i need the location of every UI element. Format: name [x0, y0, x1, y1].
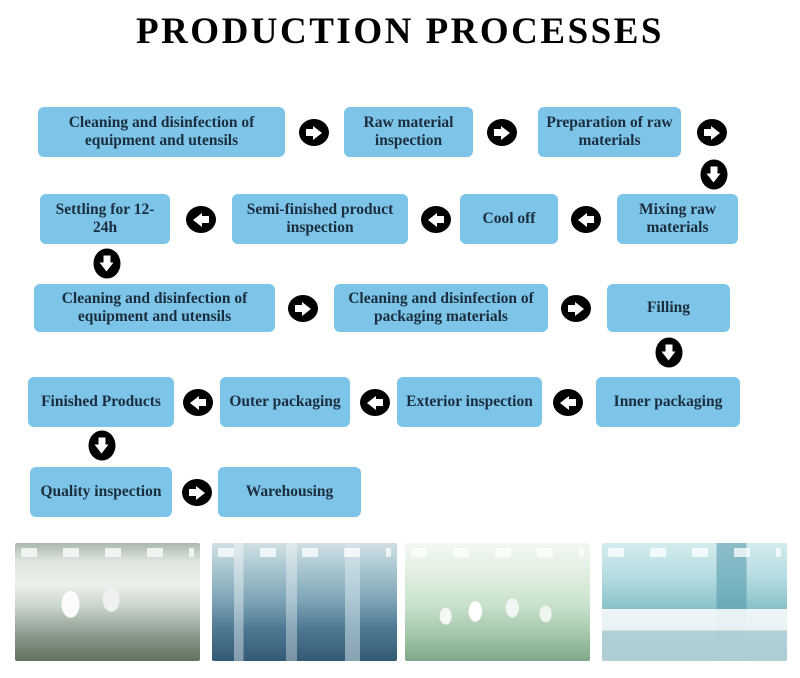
arrow-left-icon: [360, 389, 390, 416]
flow-step-filling: Filling: [607, 284, 730, 332]
flow-step-settling: Settling for 12-24h: [40, 194, 170, 244]
arrow-right-icon: [182, 479, 212, 506]
arrow-left-icon: [571, 206, 601, 233]
flow-step-outer-packaging: Outer packaging: [220, 377, 350, 427]
flow-step-mixing-raw-materials: Mixing raw materials: [617, 194, 738, 244]
arrow-left-icon: [183, 389, 213, 416]
arrow-left-icon: [186, 206, 216, 233]
flow-step-quality-inspection: Quality inspection: [30, 467, 172, 517]
flow-step-cleaning-equipment-2: Cleaning and disinfection of equipment a…: [34, 284, 275, 332]
flow-step-preparation-raw-materials: Preparation of raw materials: [538, 107, 681, 157]
flow-step-semi-finished-inspection: Semi-finished product inspection: [232, 194, 408, 244]
flow-step-cool-off: Cool off: [460, 194, 558, 244]
page-title: PRODUCTION PROCESSES: [135, 11, 664, 52]
flow-step-finished-products: Finished Products: [28, 377, 174, 427]
arrow-down-icon: [93, 248, 121, 279]
arrow-down-icon: [88, 430, 116, 461]
quality-control-lab-photo: [602, 543, 787, 661]
arrow-right-icon: [697, 119, 727, 146]
arrow-left-icon: [421, 206, 451, 233]
arrow-down-icon: [700, 159, 728, 190]
arrow-left-icon: [553, 389, 583, 416]
flow-step-raw-material-inspection: Raw material inspection: [344, 107, 473, 157]
filling-machinery-photo: [212, 543, 397, 661]
flow-step-inner-packaging: Inner packaging: [596, 377, 740, 427]
flow-step-warehousing: Warehousing: [218, 467, 361, 517]
flow-step-cleaning-packaging-materials: Cleaning and disinfection of packaging m…: [334, 284, 548, 332]
arrow-right-icon: [299, 119, 329, 146]
arrow-right-icon: [487, 119, 517, 146]
arrow-down-icon: [655, 337, 683, 368]
production-workshop-photo: [405, 543, 590, 661]
arrow-right-icon: [561, 295, 591, 322]
arrow-right-icon: [288, 295, 318, 322]
flow-step-exterior-inspection: Exterior inspection: [397, 377, 542, 427]
workers-packing-line-photo: [15, 543, 200, 661]
flow-step-cleaning-equipment-1: Cleaning and disinfection of equipment a…: [38, 107, 285, 157]
